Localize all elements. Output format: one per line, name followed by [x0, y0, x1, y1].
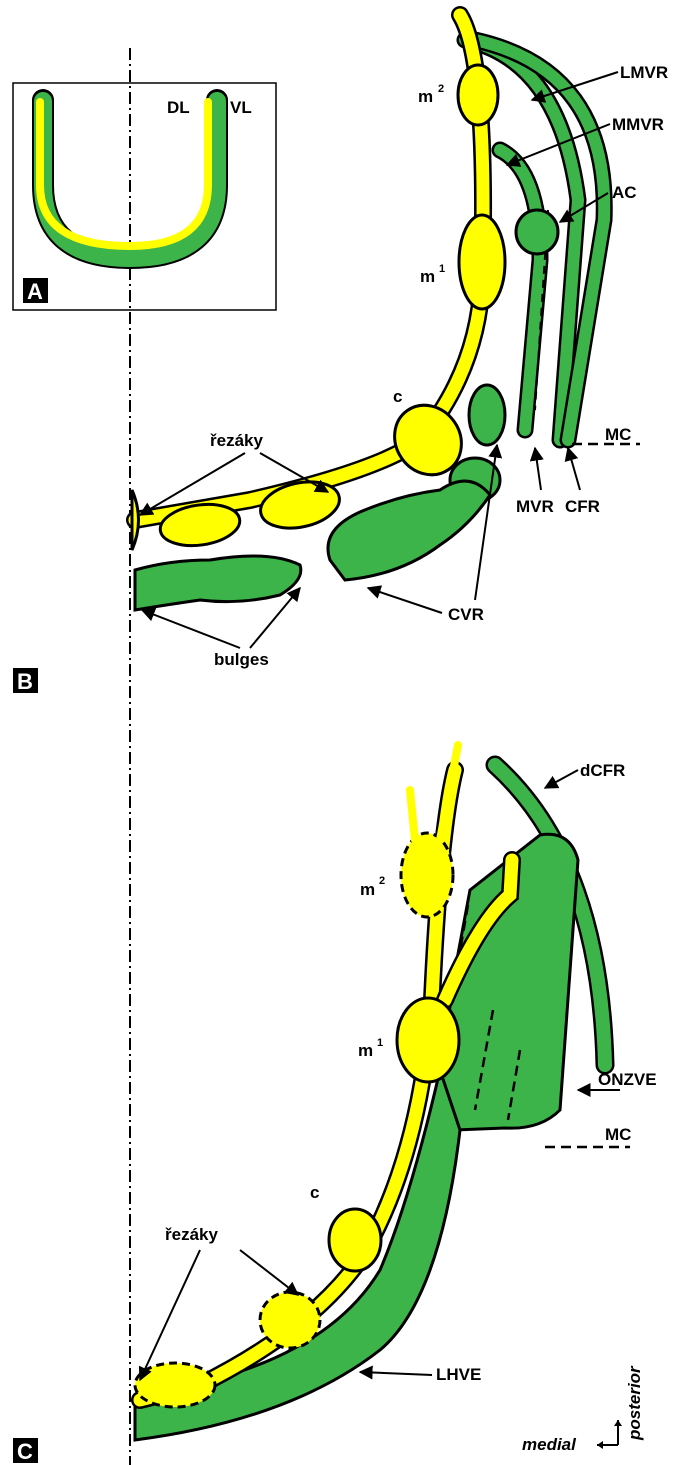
- ac-swelling: [516, 210, 558, 254]
- label-posterior: posterior: [625, 1365, 644, 1441]
- label-m2-sup: 2: [438, 83, 444, 95]
- label-dcfr: dCFR: [580, 761, 625, 780]
- label-bulges: bulges: [214, 650, 269, 669]
- m1-germ: [459, 215, 505, 309]
- cvr-mid: [328, 481, 490, 580]
- c-germ-c: [329, 1209, 381, 1271]
- panel-a-letter: A: [27, 279, 43, 304]
- label-m1: m: [420, 267, 435, 286]
- label-rezaky: řezáky: [210, 431, 263, 450]
- label-lmvr: LMVR: [620, 63, 668, 82]
- panel-b: m 2 m 1 c LMVR MMVR AC MC MVR CFR řezáky…: [13, 15, 668, 694]
- label-medial: medial: [522, 1435, 577, 1454]
- label-m2-c-sup: 2: [379, 875, 385, 887]
- label-vl: VL: [230, 98, 252, 117]
- label-cvr: CVR: [448, 605, 484, 624]
- label-dl: DL: [167, 98, 190, 117]
- bulges: [135, 556, 301, 610]
- label-ac: AC: [612, 183, 637, 202]
- label-m1-c-sup: 1: [377, 1037, 383, 1049]
- m2-germ: [458, 65, 498, 125]
- label-mvr: MVR: [516, 497, 554, 516]
- cvr-posterior-1: [469, 385, 505, 445]
- label-lhve: LHVE: [436, 1365, 481, 1384]
- label-mmvr: MMVR: [612, 115, 664, 134]
- incisor-germ-c-1: [260, 1292, 320, 1348]
- panel-a: DL VL A: [13, 83, 276, 310]
- panel-b-letter: B: [17, 669, 33, 694]
- label-m1-sup: 1: [439, 263, 445, 275]
- label-c-c: c: [310, 1183, 319, 1202]
- label-cfr: CFR: [565, 497, 600, 516]
- label-rezaky-c: řezáky: [165, 1225, 218, 1244]
- label-m2-c: m: [360, 880, 375, 899]
- panel-c-letter: C: [17, 1439, 33, 1464]
- label-m2: m: [418, 87, 433, 106]
- label-c: c: [393, 387, 402, 406]
- label-mc: MC: [605, 425, 631, 444]
- incisor-germ-c-2: [135, 1363, 215, 1407]
- label-mc-c: MC: [605, 1125, 631, 1144]
- m1-germ-c: [397, 998, 459, 1082]
- label-onzve: ONZVE: [598, 1070, 657, 1089]
- u-shape-yellow-layer: [40, 102, 208, 246]
- panel-c: dCFR m 2 m 1 ONZVE MC c řezáky LHVE post…: [13, 745, 657, 1464]
- incisor-germ-midline: [132, 490, 139, 550]
- orientation-arrows: [597, 1420, 618, 1445]
- m2-germ-c: [401, 833, 453, 917]
- label-m1-c: m: [358, 1041, 373, 1060]
